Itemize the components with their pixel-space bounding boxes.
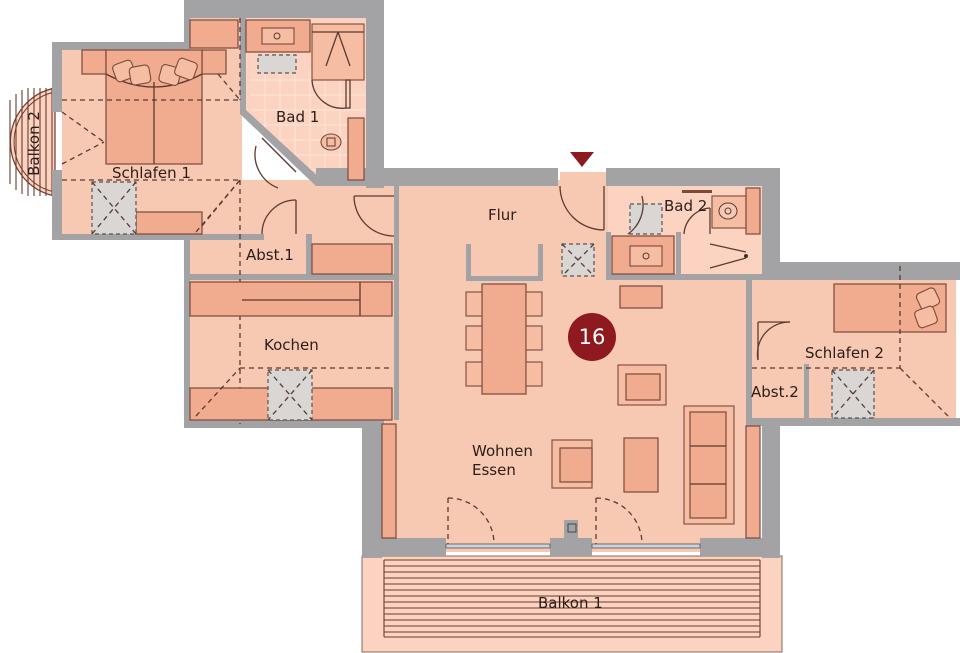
unit-number: 16 <box>578 325 606 349</box>
room-label-bad-2: Bad 2 <box>664 197 708 215</box>
room-label-schlafen-2: Schlafen 2 <box>805 344 884 362</box>
room-label-abst-2: Abst.2 <box>751 383 799 401</box>
entrance-arrow-icon <box>570 152 594 167</box>
walls <box>52 0 960 558</box>
room-label-essen: Essen <box>472 461 516 479</box>
room-label-abst-1: Abst.1 <box>246 246 294 264</box>
room-label-schlafen-1: Schlafen 1 <box>112 164 191 182</box>
balkon-2-area <box>9 87 56 197</box>
room-label-kochen: Kochen <box>264 336 319 354</box>
room-label-balkon-2: Balkon 2 <box>24 111 43 176</box>
room-label-balkon-1: Balkon 1 <box>538 594 603 612</box>
room-label-bad-1: Bad 1 <box>276 108 320 126</box>
room-label-flur: Flur <box>488 206 517 224</box>
room-label-wohnen: Wohnen <box>472 442 533 460</box>
balkon-1-area <box>361 555 783 653</box>
unit-number-badge: 16 <box>568 313 616 361</box>
furniture <box>61 18 951 545</box>
